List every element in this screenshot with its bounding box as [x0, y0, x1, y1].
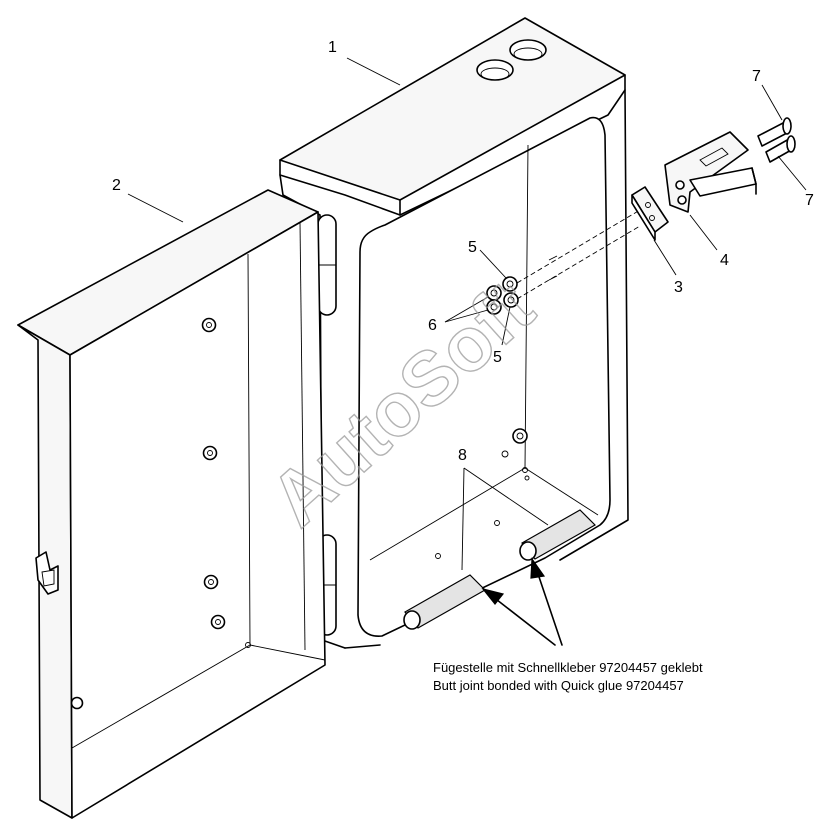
leader-8a [461, 467, 465, 571]
leader-7b [777, 155, 807, 191]
door-latch-slot [41, 569, 55, 587]
note-arrows [481, 557, 563, 646]
floor-hole-1 [435, 553, 441, 559]
arrow-head-right [530, 557, 546, 579]
leader-3 [653, 239, 677, 276]
door-nut-1 [201, 317, 217, 333]
callout-7-top: 7 [752, 68, 761, 85]
washer-5-bottom-core [507, 296, 515, 304]
washer-5-top-core [506, 280, 514, 288]
interior-small-hole [501, 450, 509, 458]
callout-5-top: 5 [468, 239, 477, 256]
leader-5b [501, 306, 511, 346]
screw-7-top-head [782, 117, 792, 135]
door-corner-hole [245, 642, 251, 648]
arrow-to-left-joint [491, 595, 556, 646]
housing-right-edge [559, 89, 629, 561]
leader-6a [444, 296, 489, 323]
floor-hole-2 [494, 520, 500, 526]
door-nut-4-core [215, 619, 221, 625]
glue-strip-right-end [519, 541, 537, 561]
door-inner-side-line [299, 221, 306, 651]
door-latch [35, 551, 59, 595]
door-nut-2-core [207, 450, 213, 456]
callout-2: 2 [112, 177, 121, 194]
leader-2 [127, 193, 184, 223]
leader-lines [127, 57, 807, 571]
callout-7-bottom: 7 [805, 192, 814, 209]
door-nut-5 [70, 696, 84, 710]
door-inner-face [69, 211, 326, 819]
arrow-to-right-joint [535, 567, 563, 646]
bracket-hole-1 [675, 180, 685, 190]
floor-hole-3 [522, 467, 528, 473]
housing-left-front-edge [279, 174, 346, 649]
callout-1: 1 [328, 39, 337, 56]
spacer-plate-edge [631, 194, 656, 241]
callout-6: 6 [428, 317, 437, 334]
fasteners-5-6 [486, 209, 641, 315]
leader-5a [479, 249, 507, 279]
door-nut-4 [210, 614, 226, 630]
bracket-hole-2 [677, 195, 687, 205]
note-english: Butt joint bonded with Quick glue 972044… [433, 678, 684, 693]
door-nut-3-core [208, 579, 214, 585]
note-german: Fügestelle mit Schnellkleber 97204457 ge… [433, 660, 703, 675]
housing-interior-floor-line [524, 467, 599, 516]
leader-4 [689, 214, 718, 251]
door-nut-1-core [206, 322, 212, 328]
glue-strip-left-end [403, 610, 421, 630]
arrow-head-left [481, 587, 505, 605]
door-inner-flange [71, 253, 326, 749]
leader-7a [761, 84, 783, 121]
bracket-arm-end [751, 167, 757, 195]
housing-front-top-edge [279, 159, 401, 216]
door-nut-2 [202, 445, 218, 461]
cable-hole-left-inner [480, 67, 510, 81]
door-nut-3 [203, 574, 219, 590]
leader-6b [444, 309, 489, 323]
callout-4: 4 [720, 252, 729, 269]
housing-inner-opening [357, 116, 611, 637]
spacer-plate-part-3 [631, 186, 669, 241]
bracket-plate [664, 131, 749, 213]
housing-bottom-front-edge [344, 644, 381, 649]
callout-3: 3 [674, 279, 683, 296]
washer-5-top [502, 276, 518, 292]
nut-6-top-core [490, 289, 498, 297]
leader-8b [463, 467, 549, 526]
nut-6-bottom-core [490, 303, 498, 311]
nut-6-bottom [486, 299, 502, 315]
door-part-2 [17, 189, 326, 819]
leader-1 [346, 57, 401, 86]
bracket-part-4 [664, 131, 757, 213]
interior-nut-core [516, 432, 524, 440]
interior-nut [512, 428, 528, 444]
spacer-hole-1 [645, 202, 651, 208]
cable-hole-right-inner [513, 47, 543, 61]
washer-5-bottom [503, 292, 519, 308]
callout-5-bottom: 5 [493, 349, 502, 366]
glue-strips-part-8 [403, 509, 596, 630]
screws-part-7 [757, 117, 796, 163]
spacer-hole-2 [649, 215, 655, 221]
screw-7-bottom-head [786, 135, 796, 153]
bracket-slot [699, 147, 729, 167]
floor-hole-4 [524, 475, 530, 481]
callout-8: 8 [458, 447, 467, 464]
